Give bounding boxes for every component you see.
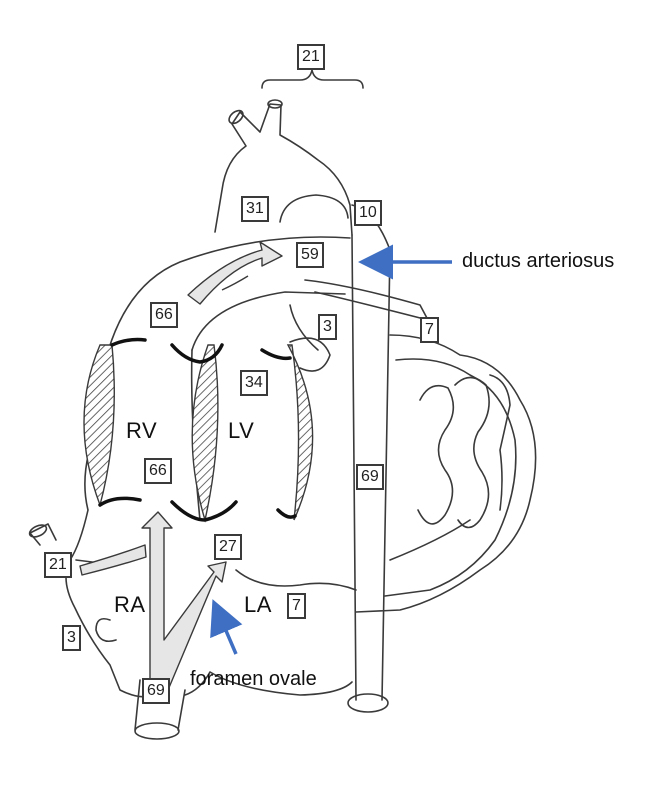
foramen-pointer-arrow — [210, 599, 243, 655]
umbilical-vessels — [355, 334, 537, 613]
valve-leaflet — [98, 496, 142, 507]
value-descending-aorta-top: 10 — [354, 200, 382, 226]
value-left-atrium-inflow: 27 — [214, 534, 242, 560]
label-ductus-arteriosus: ductus arteriosus — [462, 250, 615, 272]
label-lv: LV — [228, 418, 255, 443]
label-ra: RA — [114, 592, 146, 617]
flow-arrow-pulmonary — [187, 241, 283, 305]
valve-leaflet — [170, 500, 238, 522]
descending-aorta — [351, 234, 391, 701]
value-rv-outflow: 66 — [150, 302, 178, 328]
valve-leaflet — [170, 343, 224, 364]
value-pulmonary-vein: 7 — [420, 317, 439, 343]
descending-aorta-end — [347, 693, 389, 713]
lv-free-wall — [286, 344, 314, 521]
neck-vessel-bracket — [261, 69, 364, 89]
rv-free-wall — [83, 344, 115, 508]
valve-leaflet — [276, 508, 297, 519]
aortic-arch-inner — [279, 194, 349, 223]
label-rv: RV — [126, 418, 158, 443]
pulmonary-trunk — [97, 236, 351, 401]
aortic-arch-outer — [214, 103, 353, 236]
value-right-ventricle: 66 — [144, 458, 172, 484]
value-pulmonary-trunk: 59 — [296, 242, 324, 268]
flow-arrow-ivc-rv — [141, 511, 227, 691]
value-superior-vena-cava: 21 — [44, 552, 72, 578]
septum — [191, 344, 219, 523]
valve-leaflet — [110, 337, 147, 347]
inferior-vena-cava — [134, 679, 186, 731]
value-inferior-vena-cava: 69 — [142, 678, 170, 704]
value-neck-vessels: 21 — [297, 44, 325, 70]
flow-arrow-ra — [79, 544, 147, 576]
value-left-atrium: 7 — [287, 593, 306, 619]
heart-outline — [65, 419, 353, 698]
label-foramen-ovale: foramen ovale — [190, 668, 317, 690]
value-left-ventricle: 34 — [240, 370, 268, 396]
valve-leaflet — [260, 348, 292, 361]
label-la: LA — [244, 592, 272, 617]
value-descending-aorta: 69 — [356, 464, 384, 490]
value-aortic-arch: 31 — [241, 196, 269, 222]
value-coronary-sinus: 3 — [62, 625, 81, 651]
value-pulmonary-branch: 3 — [318, 314, 337, 340]
